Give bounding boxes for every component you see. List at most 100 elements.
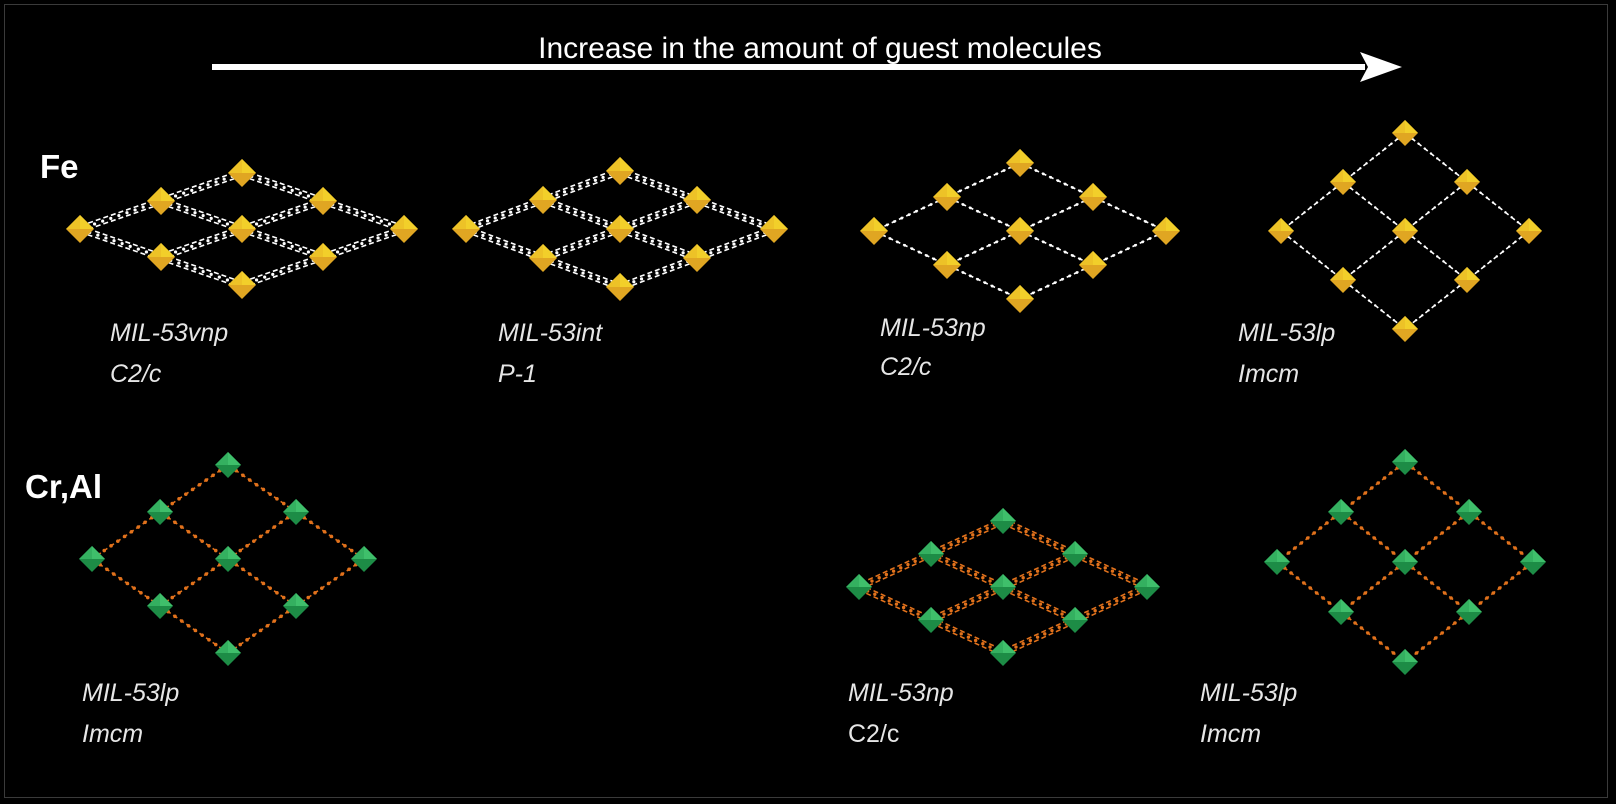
linker-atom xyxy=(1014,645,1018,649)
linker-atom xyxy=(1308,586,1313,590)
linker-atom xyxy=(1452,289,1455,292)
caption-fe-vnp: MIL-53vnp C2/c xyxy=(110,319,228,388)
linker-bond xyxy=(1019,162,1094,198)
linker-bond xyxy=(619,231,698,262)
linker-atom xyxy=(1041,240,1045,244)
linker-atom xyxy=(1442,491,1447,495)
linker-atom xyxy=(663,268,667,272)
linker-atom xyxy=(190,487,195,492)
linker-atom xyxy=(1369,486,1374,490)
linker-atom xyxy=(1385,546,1389,550)
linker-atom xyxy=(177,497,181,501)
linker-atom xyxy=(1440,531,1444,535)
metal-octahedron xyxy=(309,187,337,215)
linker-atom xyxy=(1350,501,1355,505)
linker-bond xyxy=(1342,181,1406,232)
linker-atom xyxy=(222,233,226,237)
metal-octahedron xyxy=(215,640,241,666)
linker-atom xyxy=(586,239,590,243)
linker-atom xyxy=(1053,543,1057,547)
linker-atom xyxy=(1377,250,1381,253)
linker-atom xyxy=(1031,291,1035,295)
linker-atom xyxy=(1427,211,1430,214)
linker-atom xyxy=(990,216,994,220)
space-group: Imcm xyxy=(82,720,143,748)
fe-np-structure xyxy=(860,149,1180,313)
linker-atom xyxy=(1439,299,1443,302)
linker-atom xyxy=(268,586,272,590)
linker-atom xyxy=(1449,496,1453,500)
metal-octahedron xyxy=(1006,149,1034,177)
linker-atom xyxy=(197,576,202,581)
linker-atom xyxy=(112,239,116,243)
linker-atom xyxy=(279,520,283,525)
linker-atom xyxy=(1060,612,1064,616)
metal-octahedron xyxy=(1516,218,1542,244)
linker-atom xyxy=(489,236,493,240)
linker-atom xyxy=(952,562,956,567)
linker-atom xyxy=(1060,277,1064,281)
linker-atom xyxy=(1476,269,1480,273)
linker-atom xyxy=(238,642,243,647)
linker-bond xyxy=(930,517,1004,552)
linker-bond xyxy=(1074,583,1148,618)
linker-atom xyxy=(740,239,744,243)
linker-atom xyxy=(320,586,324,590)
caption-fe-lp: MIL-53lp Imcm xyxy=(1238,319,1335,388)
linker-atom xyxy=(1369,586,1374,590)
linker-atom xyxy=(306,194,311,198)
linker-atom xyxy=(1293,546,1297,550)
linker-atom xyxy=(177,205,181,209)
space-group: Imcm xyxy=(1200,720,1261,748)
linker-atom xyxy=(1043,632,1047,636)
linker-atom xyxy=(727,210,731,214)
linker-atom xyxy=(1390,240,1393,243)
linker-atom xyxy=(352,244,356,248)
linker-atom xyxy=(1436,586,1441,590)
linker-atom xyxy=(1427,309,1430,312)
linker-atom xyxy=(963,602,968,606)
linker-bond xyxy=(696,196,775,227)
linker-atom xyxy=(493,216,497,220)
row-label-cr-al: Cr,Al xyxy=(25,468,102,505)
linker-atom xyxy=(190,244,194,248)
linker-atom xyxy=(207,638,211,642)
metal-octahedron xyxy=(529,244,557,272)
linker-atom xyxy=(1115,599,1119,603)
linker-atom xyxy=(1046,284,1050,288)
metal-octahedron xyxy=(1392,549,1418,575)
linker-atom xyxy=(959,632,963,636)
linker-atom xyxy=(1491,591,1496,595)
linker-atom xyxy=(1423,147,1427,150)
linker-atom xyxy=(1318,526,1323,530)
linker-atom xyxy=(1117,572,1122,577)
linker-atom xyxy=(942,546,946,550)
linker-atom xyxy=(363,213,367,218)
linker-atom xyxy=(1449,596,1453,600)
linker-bond xyxy=(241,231,324,261)
linker-atom xyxy=(1506,541,1511,545)
metal-octahedron xyxy=(683,244,711,272)
linker-atom xyxy=(252,633,256,637)
linker-atom xyxy=(211,567,215,572)
linker-bond xyxy=(1019,230,1094,266)
linker-atom xyxy=(1068,206,1072,210)
linker-atom xyxy=(1436,486,1441,490)
metal-octahedron xyxy=(990,640,1016,666)
linker-atom xyxy=(245,638,249,642)
metal-octahedron xyxy=(1392,649,1418,675)
caption-fe-int: MIL-53int P-1 xyxy=(498,319,603,388)
linker-atom xyxy=(225,278,230,282)
linker-atom xyxy=(1305,536,1310,540)
linker-bond xyxy=(542,196,621,227)
cral-lp-2-structure xyxy=(1264,449,1546,675)
linker-atom xyxy=(313,591,317,595)
metal-octahedron xyxy=(606,273,634,301)
linker-atom xyxy=(712,204,716,208)
linker-atom xyxy=(647,274,651,278)
row-label-fe: Fe xyxy=(40,148,79,185)
linker-atom xyxy=(261,581,266,586)
linker-atom xyxy=(1089,559,1093,563)
linker-atom xyxy=(1433,206,1436,209)
linker-atom xyxy=(1455,501,1460,505)
